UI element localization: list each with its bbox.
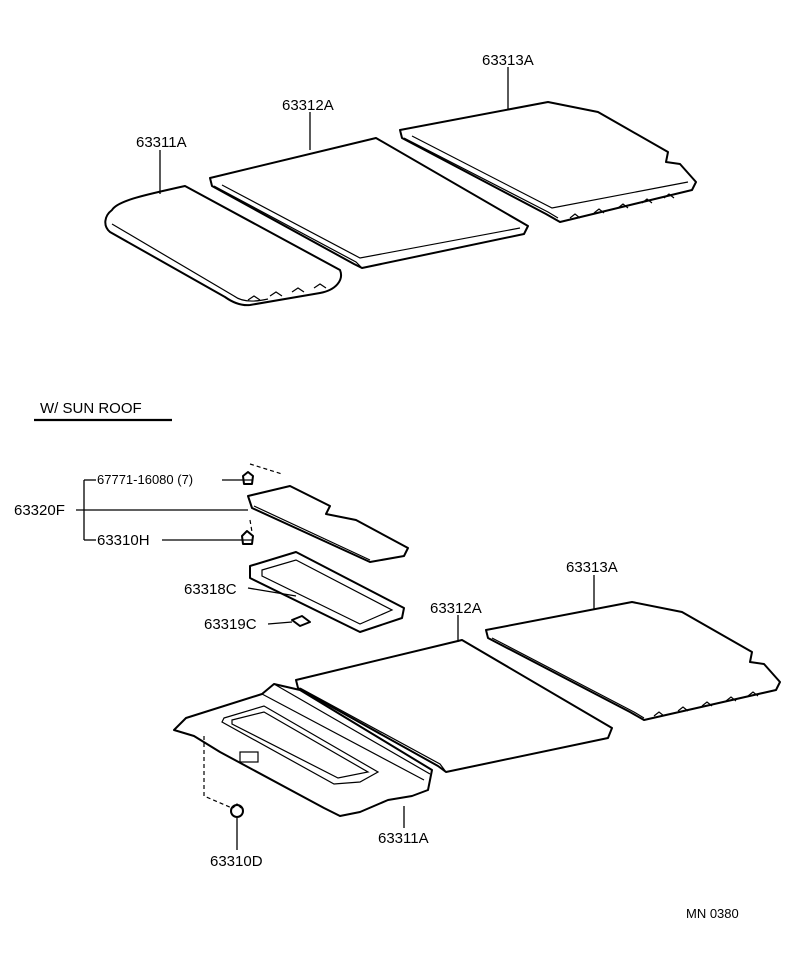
label-63310h: 63310H	[97, 532, 150, 549]
label-63310d: 63310D	[210, 853, 263, 870]
label-67771-16080: 67771-16080 (7)	[97, 472, 193, 487]
sunshade-63320f	[247, 485, 409, 563]
bottom-panel-63312a	[295, 639, 613, 773]
leader-63318c	[247, 587, 297, 597]
dashed-guides-top	[249, 463, 283, 533]
bottom-panel-63313a	[485, 601, 781, 721]
headliner-63311a-sunroof	[173, 683, 433, 817]
seal-63318c	[249, 551, 405, 633]
dashed-guide-bottom	[203, 736, 233, 809]
label-bot-63312a: 63312A	[430, 600, 482, 617]
footer-code: MN 0380	[686, 906, 739, 921]
piece-63319c	[291, 615, 311, 627]
label-63318c: 63318C	[184, 581, 237, 598]
label-top-63312a: 63312A	[282, 97, 334, 114]
label-top-63313a: 63313A	[482, 52, 534, 69]
label-bot-63313a: 63313A	[566, 559, 618, 576]
clip-67771-icon	[242, 471, 254, 485]
top-panel-63313a	[399, 101, 697, 223]
clip-63310d-icon	[230, 803, 244, 818]
top-panel-63311a	[104, 185, 342, 307]
label-63319c: 63319C	[204, 616, 257, 633]
label-bot-63311a: 63311A	[378, 830, 429, 847]
top-panel-63312a	[209, 137, 529, 269]
leader-63319c	[267, 621, 293, 625]
label-63320f: 63320F	[14, 502, 65, 519]
section-title: W/ SUN ROOF	[40, 400, 142, 417]
bracket-63320f	[76, 479, 248, 541]
label-top-63311a: 63311A	[136, 134, 187, 151]
clip-63310h-icon	[241, 530, 254, 545]
